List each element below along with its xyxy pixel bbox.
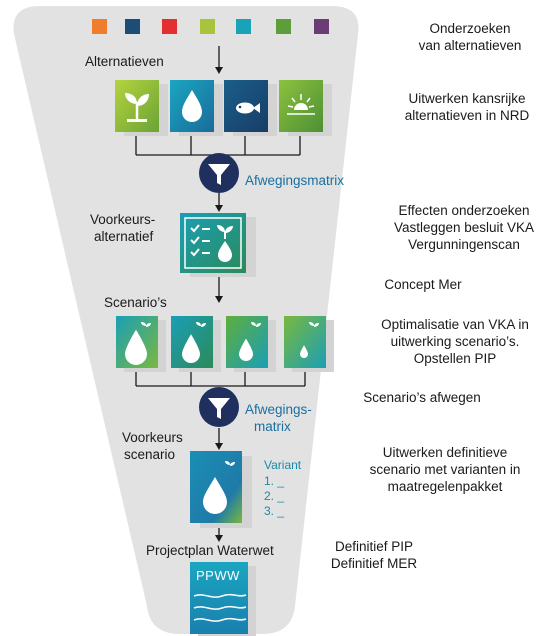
- afwegingsmatrix-label-2b: matrix: [254, 419, 291, 434]
- side-note-line: maatregelenpakket: [387, 479, 503, 494]
- side-note-line: Definitief MER: [330, 556, 418, 571]
- afwegingsmatrix-label-2a: Afwegings-: [245, 402, 312, 417]
- voorkeurs-scenario-label-1: Voorkeurs: [122, 430, 183, 445]
- plant-icon: [125, 93, 149, 122]
- side-note-line: Effecten onderzoeken: [398, 203, 530, 218]
- side-note: Definitief PIP Definitief MER: [331, 538, 417, 572]
- variant-item-1: 1. _: [264, 474, 285, 488]
- side-note-line: uitwerking scenario’s.: [390, 334, 520, 349]
- side-note-line: Opstellen PIP: [413, 351, 497, 366]
- color-square: [200, 19, 215, 34]
- checklist-icon: [190, 224, 233, 262]
- color-square: [92, 19, 107, 34]
- side-note-line: Definitief PIP: [334, 539, 414, 554]
- side-note-line: Scenario’s afwegen: [363, 390, 481, 405]
- ppww-label: PPWW: [196, 568, 240, 583]
- color-square: [236, 19, 251, 34]
- color-square: [276, 19, 291, 34]
- water-drop-icon: [239, 338, 253, 361]
- scenarios-label: Scenario’s: [104, 295, 167, 310]
- side-note-line: Optimalisatie van VKA in: [381, 317, 529, 332]
- water-drop-icon: [182, 90, 202, 122]
- side-note-line: alternatieven in NRD: [404, 108, 530, 123]
- side-note: Uitwerken kansrijke alternatieven in NRD: [405, 90, 530, 124]
- color-square: [162, 19, 177, 34]
- side-note-line: Concept Mer: [384, 277, 462, 292]
- alternatieven-label: Alternatieven: [85, 54, 164, 69]
- side-note-line: Uitwerken definitieve: [382, 445, 508, 460]
- voorkeurs-scenario-label-2: scenario: [124, 447, 176, 462]
- variant-item-2: 2. _: [264, 489, 285, 503]
- side-note-line: van alternatieven: [418, 38, 522, 53]
- funnel-filter-icon: [199, 153, 239, 193]
- side-note: Uitwerken definitieve scenario met varian…: [370, 444, 521, 495]
- side-note-line: Vastleggen besluit VKA: [393, 220, 535, 235]
- water-drop-icon: [125, 329, 147, 365]
- side-note: Scenario’s afwegen: [363, 389, 481, 406]
- side-note: Concept Mer: [384, 276, 461, 293]
- side-note: Optimalisatie van VKA in uitwerking scena…: [381, 316, 529, 367]
- side-note-line: Onderzoeken: [429, 21, 511, 36]
- side-note-line: scenario met varianten in: [369, 462, 521, 477]
- water-drop-icon: [300, 345, 308, 358]
- side-note-line: Vergunningenscan: [408, 237, 520, 252]
- projectplan-label: Projectplan Waterwet: [146, 543, 274, 558]
- voorkeurs-alternatief-label-2: alternatief: [94, 229, 154, 244]
- side-note-line: Uitwerken kansrijke: [408, 91, 526, 106]
- color-square: [314, 19, 329, 34]
- voorkeurs-alternatief-label-1: Voorkeurs-: [90, 212, 156, 227]
- afwegingsmatrix-label: Afwegingsmatrix: [245, 173, 345, 188]
- variant-title: Variant: [264, 458, 302, 472]
- water-drop-icon: [182, 334, 200, 363]
- side-note: Onderzoeken van alternatieven: [419, 20, 522, 54]
- variant-item-3: 3. _: [264, 504, 285, 518]
- funnel-filter-icon-2: [199, 387, 239, 427]
- water-drop-icon: [203, 461, 235, 514]
- wave-lines: [193, 593, 247, 622]
- color-square: [125, 19, 140, 34]
- sun-icon: [287, 94, 315, 115]
- fish-icon: [236, 102, 260, 114]
